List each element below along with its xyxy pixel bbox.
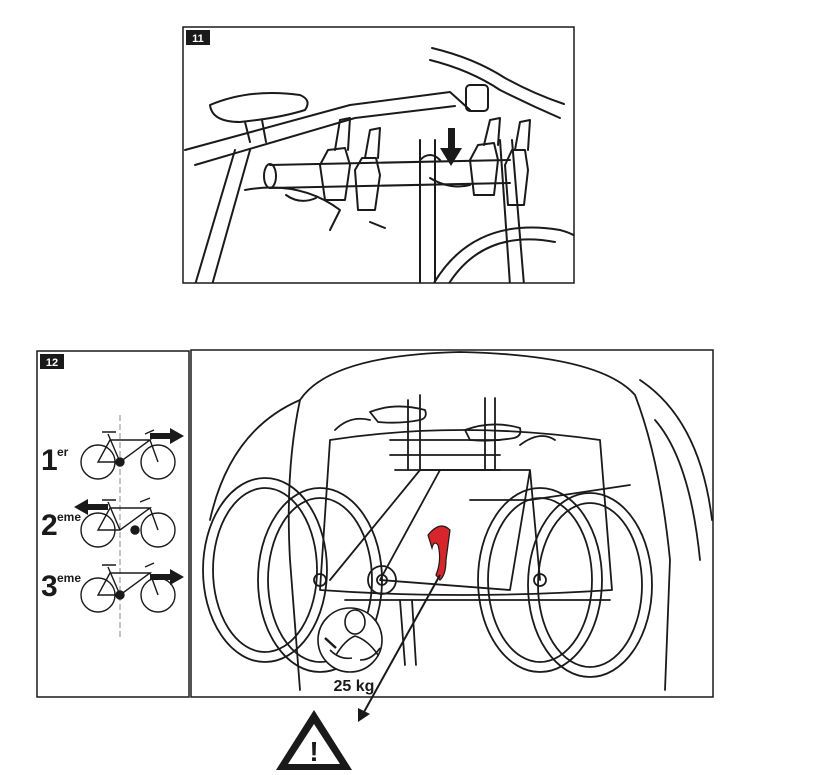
step-number: 11 bbox=[192, 33, 204, 45]
bike-saddle bbox=[369, 405, 427, 424]
bike-cradle bbox=[319, 117, 386, 229]
order-number: 3 bbox=[41, 570, 58, 603]
strongman-icon bbox=[317, 607, 383, 673]
bike-handlebar bbox=[429, 59, 561, 119]
bicycle-icon bbox=[80, 562, 176, 613]
bike-frame bbox=[184, 91, 471, 151]
bicycle-icon bbox=[80, 429, 176, 480]
order-row-3: 3 eme bbox=[41, 562, 184, 613]
panel-step-12-order: 12 1 er 2 eme bbox=[36, 350, 190, 698]
bike-saddle bbox=[209, 91, 309, 123]
pointer-arrow bbox=[363, 574, 441, 713]
bike-wheel bbox=[202, 477, 328, 663]
step-badge bbox=[186, 30, 210, 45]
order-suffix: eme bbox=[57, 571, 81, 585]
arrow-right-icon bbox=[150, 569, 184, 585]
panel-step-12-car: 25 kg bbox=[190, 349, 714, 722]
chainring bbox=[367, 565, 397, 595]
panel-step-11: 11 bbox=[182, 26, 575, 284]
bike-cradle bbox=[419, 117, 531, 206]
step-number: 12 bbox=[46, 357, 58, 369]
arrow-left-icon bbox=[74, 499, 108, 515]
bike-wheel bbox=[432, 226, 574, 283]
weight-label: 25 kg bbox=[334, 678, 375, 695]
order-row-1: 1 er bbox=[41, 428, 184, 480]
warning-glyph: ! bbox=[309, 736, 318, 767]
arrow-down-icon bbox=[440, 128, 462, 166]
order-suffix: er bbox=[57, 445, 69, 459]
car-body bbox=[287, 351, 671, 691]
order-number: 2 bbox=[41, 509, 58, 542]
order-suffix: eme bbox=[57, 510, 81, 524]
bicycle-icon bbox=[80, 497, 176, 548]
warning-icon: ! bbox=[276, 710, 352, 770]
bike-handlebar bbox=[334, 417, 556, 446]
order-number: 1 bbox=[41, 444, 58, 477]
step-badge bbox=[40, 354, 64, 369]
order-row-2: 2 eme bbox=[41, 497, 176, 548]
bike-wheel bbox=[527, 492, 653, 678]
arrow-right-icon bbox=[150, 428, 184, 444]
